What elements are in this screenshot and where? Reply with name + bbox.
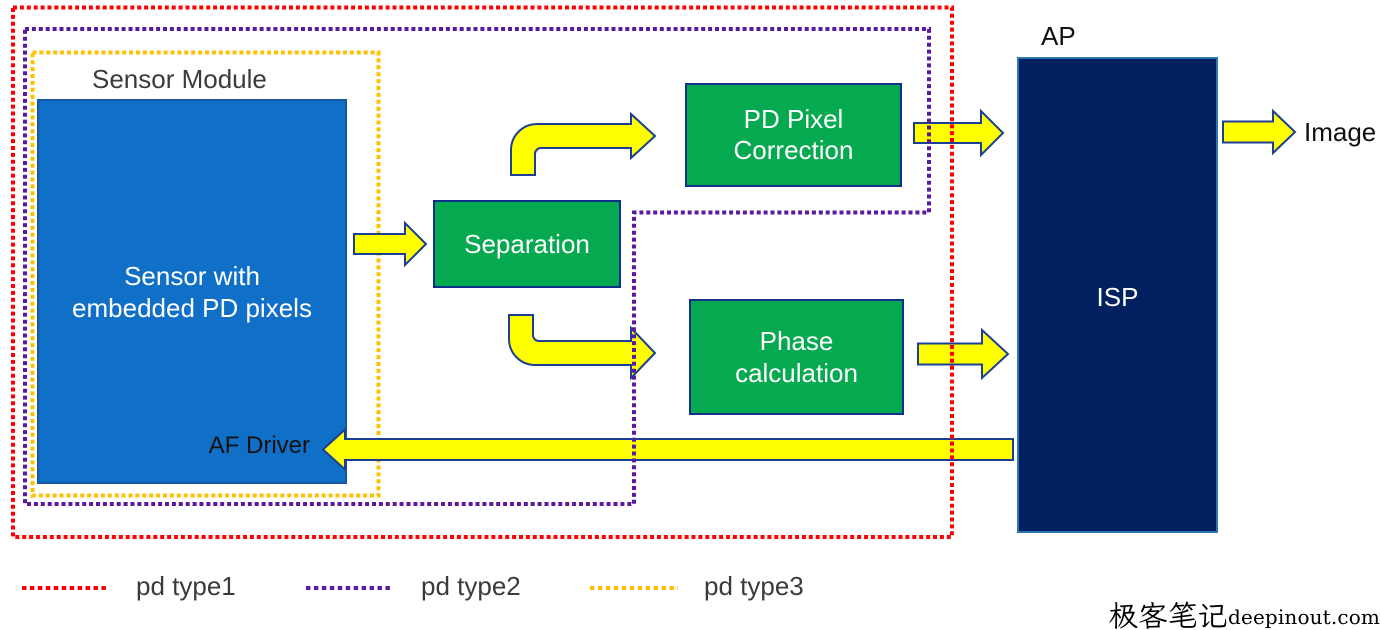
- pd-type3-outline: [30, 50, 381, 498]
- pd-type1-outline: [11, 5, 954, 539]
- bent-arrow-separation-to-phase-calculation: [508, 314, 657, 381]
- pd-pixel-correction-box: [685, 83, 902, 187]
- sensor-box-label: Sensor with embedded PD pixels: [38, 100, 346, 483]
- watermark-cjk-glyph: [1139, 601, 1167, 629]
- arrow-isp-to-af-driver: [321, 427, 1014, 472]
- phase-calculation-label-text: Phase calculation: [735, 326, 858, 388]
- separation-box: [433, 200, 621, 288]
- bent-arrow-separation-to-pd-pixel-correction: [510, 111, 657, 176]
- legend-label-pd-type2: pd type2: [421, 571, 521, 601]
- watermark-cjk-glyph: [1198, 603, 1227, 628]
- arrow-sensor-to-separation: [353, 220, 428, 268]
- phase-calculation-label: Phase calculation: [690, 300, 903, 414]
- separation-label: Separation: [434, 201, 620, 287]
- legend-label-pd-type1: pd type1: [136, 571, 236, 601]
- af-driver-label: AF Driver: [208, 432, 310, 459]
- sensor-module-title: Sensor Module: [92, 64, 267, 94]
- watermark-cjk-glyph: [1109, 602, 1138, 629]
- sensor-box: [37, 99, 347, 484]
- image-output-label: Image: [1304, 117, 1377, 147]
- arrow-pd-pixel-correction-to-isp: [913, 108, 1005, 158]
- arrow-phase-calculation-to-isp: [917, 327, 1010, 381]
- arrow-isp-to-image: [1222, 108, 1297, 156]
- watermark-cjk-glyph: [1169, 601, 1196, 628]
- watermark-site: deepinout.com: [1228, 605, 1380, 629]
- pd-pixel-correction-label-text: PD Pixel Correction: [733, 104, 854, 165]
- separation-label-text: Separation: [464, 228, 590, 259]
- pd-type2-outline: [23, 27, 931, 506]
- legend-label-pd-type3: pd type3: [704, 571, 804, 601]
- pd-pixel-correction-label: PD Pixel Correction: [686, 84, 901, 186]
- phase-calculation-box: [689, 299, 904, 415]
- ap-title: AP: [1041, 21, 1076, 51]
- watermark-brand: [1109, 601, 1227, 629]
- isp-box: [1017, 57, 1218, 533]
- isp-label: ISP: [1096, 282, 1139, 312]
- sensor-box-label-text: Sensor with embedded PD pixels: [72, 260, 312, 323]
